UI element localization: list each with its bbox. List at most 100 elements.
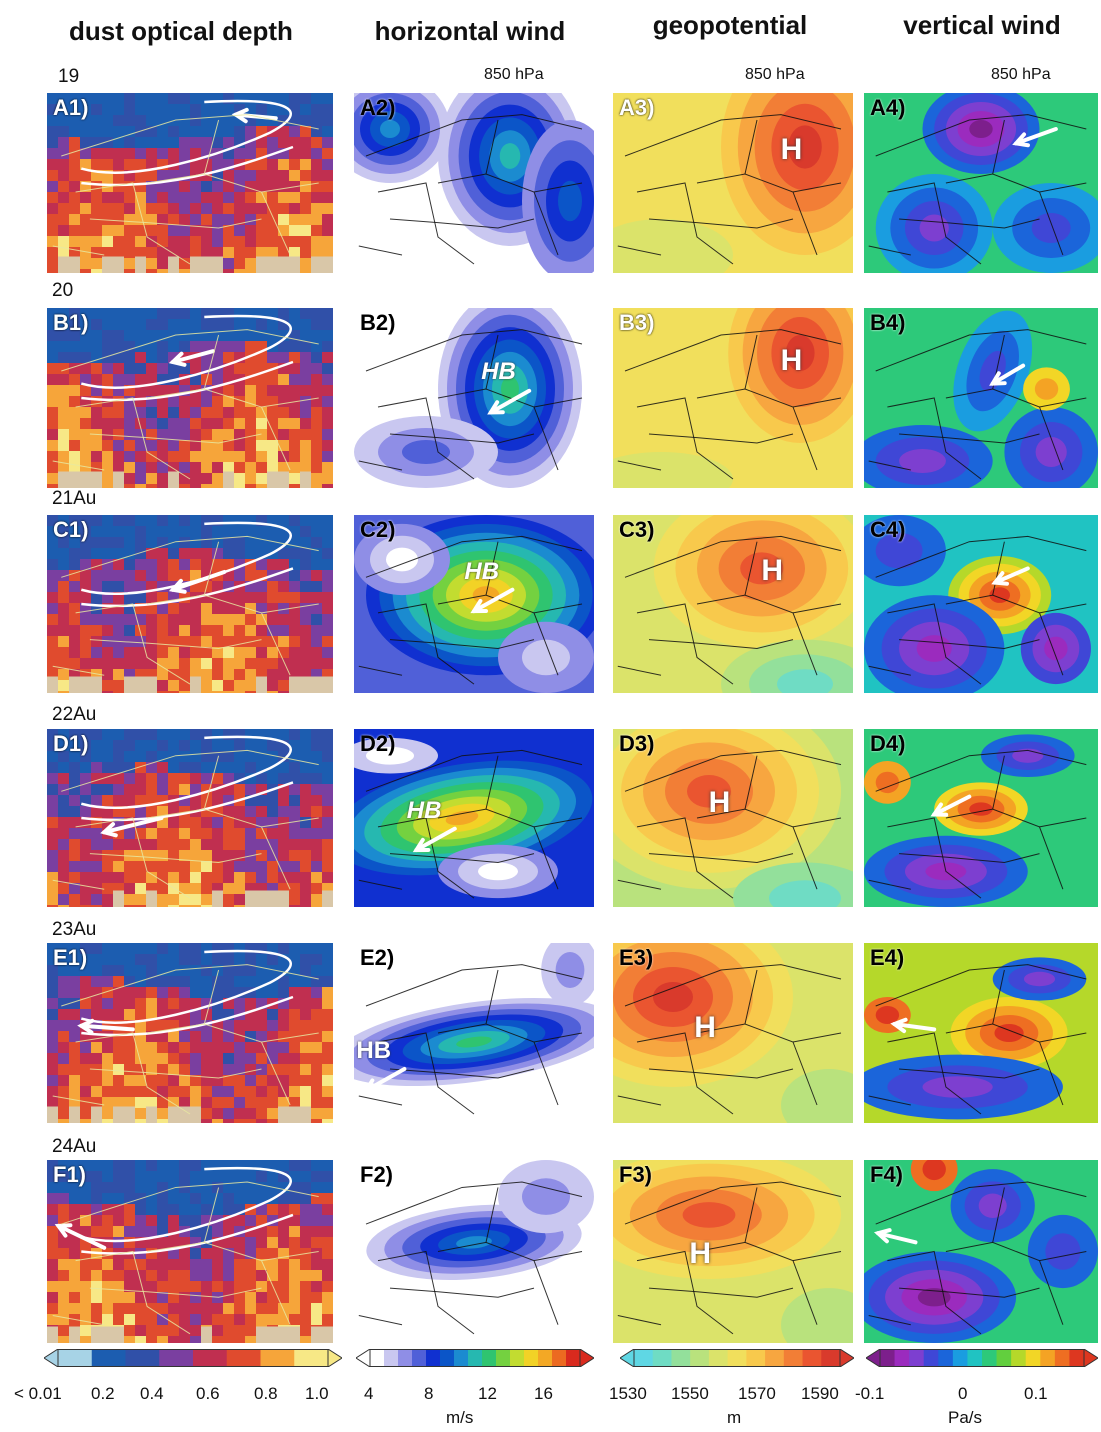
column-title-dust: dust optical depth — [69, 16, 293, 46]
field-map — [354, 93, 594, 273]
tick-label: 1590 — [801, 1384, 839, 1403]
field-map — [864, 729, 1098, 907]
colorbar-horizontal-wind — [356, 1349, 594, 1367]
date-label: 23Au — [52, 919, 97, 940]
field-map — [864, 943, 1098, 1123]
panel-d4: D4) — [864, 729, 1098, 907]
panel-label: F3) — [619, 1162, 652, 1187]
column-title-vertical-wind: vertical wind — [903, 10, 1061, 40]
tick-label: 16 — [534, 1384, 553, 1403]
hb-label: HB — [481, 358, 516, 386]
high-pressure-marker: H — [689, 1236, 712, 1270]
date-label: 19 — [58, 66, 80, 87]
panel-label: D3) — [619, 731, 655, 756]
panel-e3: E3) H — [613, 943, 853, 1123]
field-map — [47, 729, 333, 907]
panel-label: A1) — [53, 95, 89, 120]
panel-a3: A3)H — [613, 93, 853, 273]
colorbar-geopotential — [620, 1349, 854, 1367]
high-pressure-marker: H — [708, 785, 731, 819]
pressure-label-vwind: 850 hPa — [991, 66, 1051, 83]
panel-f1: F1) — [47, 1160, 333, 1343]
panel-label: A2) — [360, 95, 396, 120]
field-map — [354, 1160, 594, 1343]
date-label: 22Au — [52, 704, 97, 725]
date-label: 20 — [52, 280, 74, 301]
panel-label: E2) — [360, 945, 395, 970]
column-title-horizontal-wind: horizontal wind — [374, 16, 566, 46]
panel-c1: C1) — [47, 515, 333, 693]
panel-label: F1) — [53, 1162, 86, 1187]
panel-label: E4) — [870, 945, 905, 970]
column-title-geopotential: geopotential — [652, 10, 808, 40]
panel-label: B3) — [619, 310, 655, 335]
panel-e4: E4) — [864, 943, 1098, 1123]
panel-b4: B4) — [864, 308, 1098, 488]
panel-b2: B2) HB — [354, 308, 594, 488]
panel-a2: A2) — [354, 93, 594, 273]
tick-label: 4 — [364, 1384, 374, 1403]
field-map — [864, 1160, 1098, 1343]
field-map — [613, 943, 853, 1123]
panel-d2: D2)HB — [354, 729, 594, 907]
panel-a1: A1) — [47, 93, 333, 273]
panel-label: B4) — [870, 310, 906, 335]
high-pressure-marker: H — [780, 132, 803, 166]
pressure-label-geo: 850 hPa — [745, 66, 805, 83]
panel-d3: D3) H — [613, 729, 853, 907]
tick-label: 1.0 — [305, 1384, 329, 1403]
panel-label: A4) — [870, 95, 906, 120]
field-map — [354, 515, 594, 693]
tick-label: 1530 — [609, 1384, 647, 1403]
tick-label: 0 — [958, 1384, 968, 1403]
tick-label: 12 — [478, 1384, 497, 1403]
unit-label: m/s — [446, 1408, 474, 1427]
hb-label: HB — [464, 557, 500, 585]
tick-label: 0.8 — [254, 1384, 278, 1403]
field-map — [864, 93, 1098, 273]
panel-label: E1) — [53, 945, 88, 970]
field-map — [354, 308, 594, 488]
panel-label: F2) — [360, 1162, 393, 1187]
field-map — [613, 515, 853, 693]
field-map — [354, 729, 594, 907]
colorbar-dust — [44, 1349, 342, 1367]
field-map — [613, 93, 853, 273]
tick-label: 0.4 — [140, 1384, 164, 1403]
high-pressure-marker: H — [761, 554, 784, 588]
panel-label: B2) — [360, 310, 396, 335]
tick-label: 8 — [424, 1384, 434, 1403]
panel-e1: E1) — [47, 943, 333, 1123]
panel-b1: B1) — [47, 308, 333, 488]
panel-e2: E2) HB — [354, 943, 594, 1123]
field-map — [47, 943, 333, 1123]
tick-label: < 0.01 — [14, 1384, 62, 1403]
panel-b3: B3) H — [613, 308, 853, 488]
field-map — [47, 1160, 333, 1343]
field-map — [47, 515, 333, 693]
field-map — [354, 943, 594, 1123]
panel-label: E3) — [619, 945, 654, 970]
tick-label: -0.1 — [855, 1384, 885, 1403]
tick-label: 1570 — [738, 1384, 776, 1403]
tick-label: 0.2 — [91, 1384, 115, 1403]
panel-label: F4) — [870, 1162, 903, 1187]
hb-label: HB — [406, 796, 442, 824]
panel-label: C1) — [53, 517, 89, 542]
panel-label: D4) — [870, 731, 906, 756]
panel-label: C3) — [619, 517, 655, 542]
panel-c3: C3) H — [613, 515, 853, 693]
high-pressure-marker: H — [780, 344, 803, 377]
tick-label: 1550 — [671, 1384, 709, 1403]
tick-label: 0.6 — [196, 1384, 220, 1403]
field-map — [613, 729, 853, 907]
tick-label: 0.1 — [1024, 1384, 1048, 1403]
panel-d1: D1) — [47, 729, 333, 907]
panel-f4: F4) — [864, 1160, 1098, 1343]
high-pressure-marker: H — [694, 1011, 716, 1045]
colorbar-vertical-wind — [866, 1349, 1098, 1367]
unit-label: Pa/s — [948, 1408, 983, 1427]
field-map — [613, 308, 853, 488]
hb-label: HB — [356, 1036, 392, 1064]
panel-c4: C4) — [864, 515, 1098, 693]
